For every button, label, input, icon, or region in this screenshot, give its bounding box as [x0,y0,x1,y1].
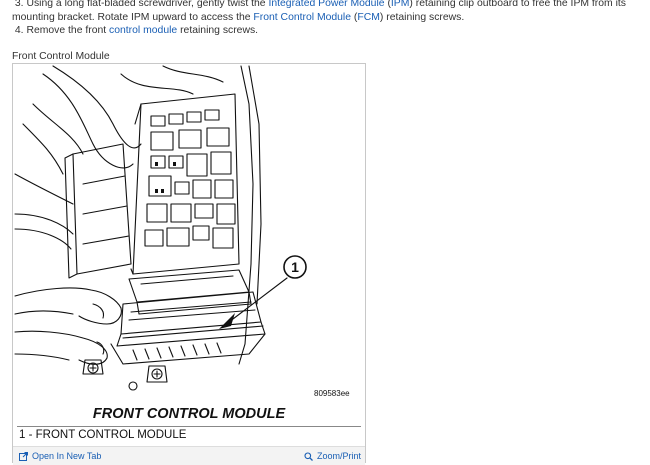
figure-code: 809583ee [314,389,350,398]
external-link-icon [19,451,28,461]
callout-number: 1 [291,259,299,275]
glossary-link[interactable]: IPM [390,0,410,9]
glossary-link[interactable]: FCM [357,11,380,23]
legend-divider [17,426,361,427]
figure-legend: 1 - FRONT CONTROL MODULE [19,429,187,441]
step-text: retaining screws. [177,25,259,36]
figure-frame: 1 809583ee FRONT CONTROL MODULE 1 - FRON… [12,63,366,465]
magnifier-icon [304,451,313,461]
step-text: Using a long flat-bladed screwdriver, ge… [26,0,269,9]
procedure-steps: 3. Using a long flat-bladed screwdriver,… [12,0,646,38]
zoom-print-label: Zoom/Print [316,451,361,461]
glossary-link[interactable]: Front Control Module [253,11,352,23]
step-text: Remove the front [26,25,110,36]
open-in-new-tab-link[interactable]: Open In New Tab [19,451,101,461]
figure-footer: Open In New Tab Zoom/Print [13,446,365,465]
open-in-new-tab-label: Open In New Tab [32,451,102,461]
step-paragraph: 4. Remove the front control module retai… [12,24,646,38]
step-text: ) retaining clip outboard to free the IP… [12,0,626,23]
fcm-illustration: 1 [14,65,307,391]
step-text: ( [384,0,391,9]
step-text: ) retaining screws. [379,11,465,23]
figure-caption: Front Control Module [12,51,110,62]
step-text: ( [351,11,358,23]
figure-title: FRONT CONTROL MODULE [92,406,286,422]
glossary-link[interactable]: Integrated Power Module [268,0,385,9]
callout-circle [283,255,307,279]
step-number: 3. [12,0,27,9]
zoom-print-link[interactable]: Zoom/Print [304,451,361,461]
step-number: 4. [12,25,27,36]
step-paragraph: 3. Using a long flat-bladed screwdriver,… [12,0,646,24]
glossary-link[interactable]: control module [109,25,178,36]
